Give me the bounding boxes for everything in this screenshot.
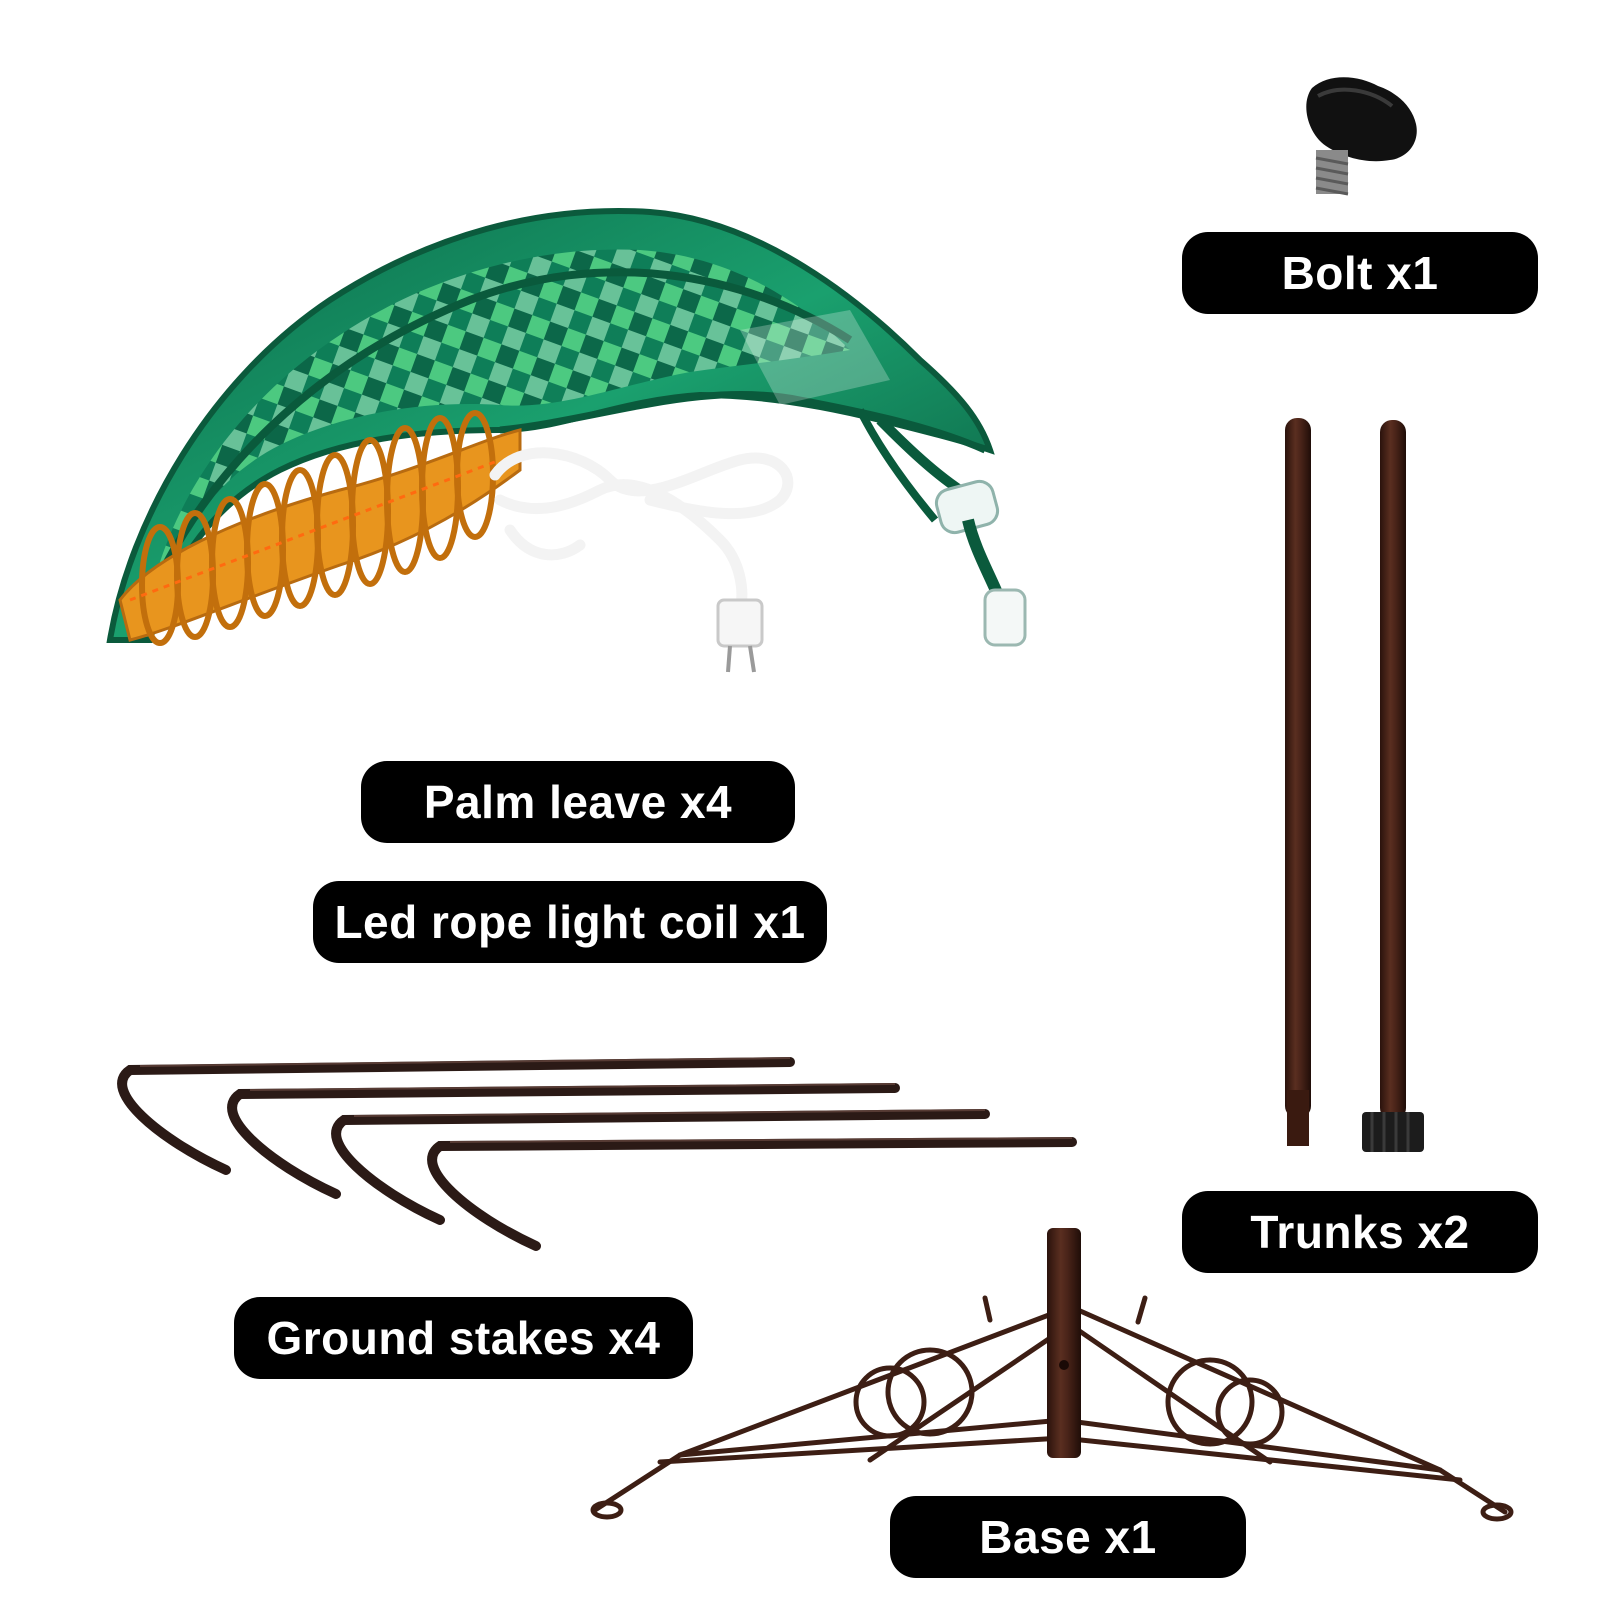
ground-stakes-label: Ground stakes x4 — [234, 1297, 693, 1379]
palm-leaf — [106, 208, 1027, 647]
bolt-label: Bolt x1 — [1182, 232, 1538, 314]
base-stand — [590, 1228, 1514, 1522]
ground-stakes-highlight — [139, 1057, 1073, 1143]
trunk-left — [1285, 418, 1311, 1146]
power-cord — [489, 447, 794, 616]
power-plug — [716, 598, 764, 673]
palm-leave-label: Palm leave x4 — [361, 761, 795, 843]
led-rope-light-coil — [118, 410, 522, 646]
rope-light-coil-label: Led rope light coil x1 — [313, 881, 827, 963]
ground-stakes — [117, 1057, 1077, 1251]
base-label: Base x1 — [890, 1496, 1246, 1578]
trunk-right — [1362, 420, 1424, 1152]
bolt — [1306, 77, 1417, 196]
trunks-label: Trunks x2 — [1182, 1191, 1538, 1273]
